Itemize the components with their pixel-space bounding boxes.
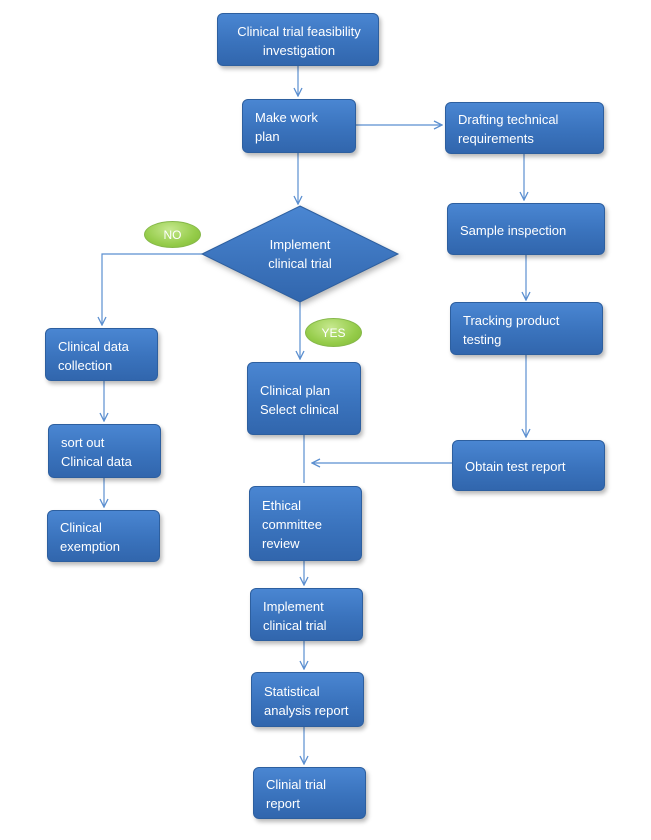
node-label: Obtain test report <box>465 459 566 474</box>
node-sample-inspection: Sample inspection <box>447 203 605 255</box>
node-implement-clinical-trial: Implement clinical trial <box>250 588 363 641</box>
node-label: analysis report <box>264 702 349 718</box>
badge-no: NO <box>144 221 201 248</box>
node-clinial-trial-report: Clinial trial report <box>253 767 366 819</box>
node-label: clinical trial <box>263 617 327 633</box>
decision-label-line: Implement <box>269 237 331 252</box>
decision-label-line: clinical trial <box>268 256 332 271</box>
node-label: Select clinical <box>260 401 339 417</box>
node-label: Clinical data <box>58 338 129 354</box>
node-feasibility-investigation: Clinical trial feasibility investigation <box>217 13 379 66</box>
node-label: Drafting technical <box>458 112 559 127</box>
node-label: Clinial trial <box>266 777 326 792</box>
decision-label: Implement clinical trial <box>230 235 370 273</box>
node-obtain-test-report: Obtain test report <box>452 440 605 491</box>
node-label: Statistical <box>264 683 320 699</box>
node-clinical-plan: Clinical plan Select clinical <box>247 362 361 435</box>
node-label: plan <box>255 129 280 144</box>
node-label: Clinical trial feasibility <box>237 23 361 39</box>
node-label: Ethical <box>262 498 302 513</box>
node-drafting-technical-requirements: Drafting technical requirements <box>445 102 604 154</box>
node-label: Sample inspection <box>460 222 567 238</box>
node-label: collection <box>58 357 113 373</box>
node-label: review <box>262 536 300 551</box>
node-label: exemption <box>60 539 120 554</box>
node-clinical-data-collection: Clinical data collection <box>45 328 158 381</box>
node-label: Make work <box>255 110 318 125</box>
decision-diamond <box>200 205 400 303</box>
node-label: Clinical <box>60 520 102 535</box>
arrow-decision-no-to-collection <box>102 253 202 325</box>
node-tracking-product-testing: Tracking product testing <box>450 302 603 355</box>
badge-yes-label: YES <box>321 325 346 340</box>
node-label: Clinical data <box>61 454 132 469</box>
node-label: requirements <box>458 131 534 146</box>
node-label: committee <box>262 517 322 532</box>
node-label: report <box>266 796 300 811</box>
badge-yes: YES <box>305 318 362 347</box>
node-label: Clinical plan <box>260 382 331 398</box>
node-sort-out-clinical-data: sort out Clinical data <box>48 424 161 478</box>
node-label: sort out <box>61 435 105 450</box>
node-statistical-analysis-report: Statistical analysis report <box>251 672 364 727</box>
node-label: Tracking product <box>463 312 560 328</box>
node-label: testing <box>463 331 502 347</box>
node-label: Implement <box>263 598 324 614</box>
node-ethical-committee-review: Ethical committee review <box>249 486 362 561</box>
badge-no-label: NO <box>163 227 182 242</box>
node-make-work-plan: Make work plan <box>242 99 356 153</box>
node-label: investigation <box>262 42 336 58</box>
node-clinical-exemption: Clinical exemption <box>47 510 160 562</box>
